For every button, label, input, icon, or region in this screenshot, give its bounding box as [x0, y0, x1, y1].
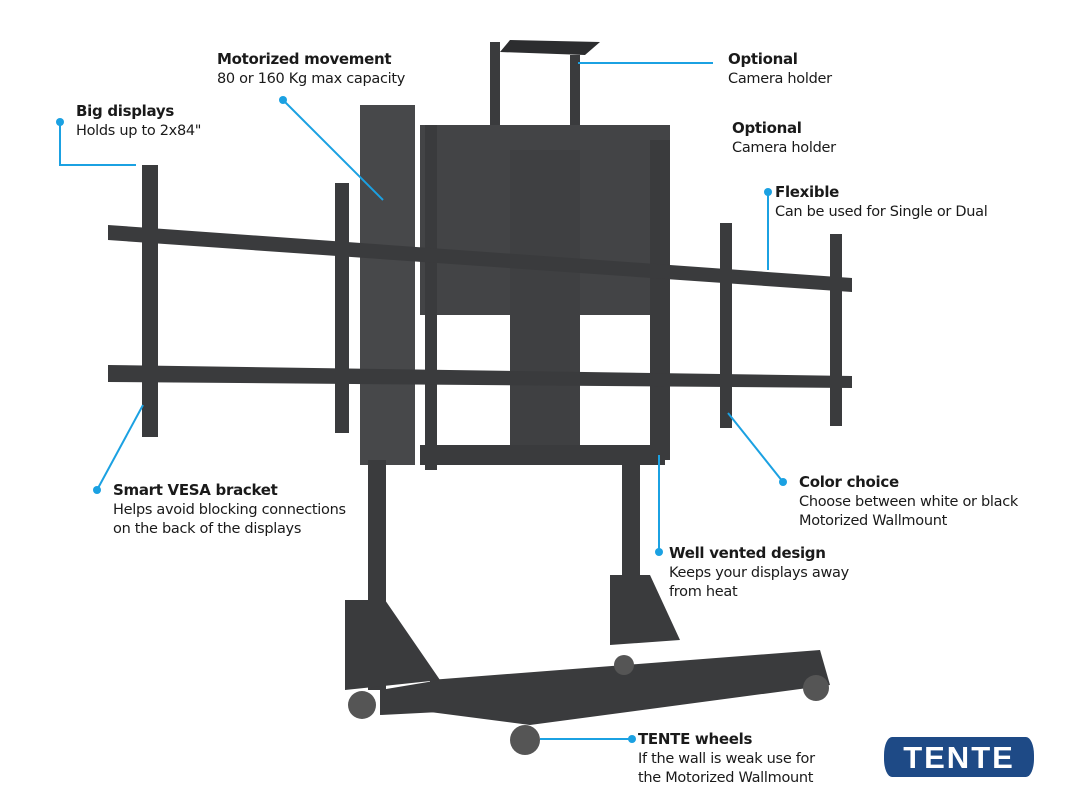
callout-text: Holds up to 2x84": [76, 122, 202, 139]
callout-title: Optional: [728, 50, 798, 68]
callout-text: Motorized Wallmount: [799, 513, 947, 529]
callout-title: Optional: [732, 119, 802, 137]
callout-text: 80 or 160 Kg max capacity: [217, 70, 406, 87]
callout-title: Flexible: [775, 183, 840, 201]
callout-text: If the wall is weak use for: [638, 750, 815, 767]
callout-title: Motorized movement: [217, 50, 392, 68]
callout-flexible: Flexible Can be used for Single or Dual: [775, 183, 988, 222]
callout-text: the Motorized Wallmount: [638, 770, 814, 786]
callout-lines: [59, 62, 784, 740]
callout-camera-holder: Optional Camera holder: [728, 50, 832, 89]
callout-text: Camera holder: [728, 70, 832, 87]
callout-text: Choose between white or black: [799, 493, 1018, 510]
motorized-stand: [108, 40, 852, 755]
callout-title: TENTE wheels: [638, 730, 753, 748]
callout-color-choice: Color choice Choose between white or bla…: [799, 473, 1018, 532]
callout-well-vented: Well vented design Keeps your displays a…: [669, 544, 849, 603]
callout-text: Camera holder: [732, 139, 836, 156]
callout-title: Color choice: [799, 473, 899, 491]
callout-big-displays: Big displays Holds up to 2x84": [76, 102, 201, 141]
callout-text: on the back of the displays: [113, 521, 302, 537]
callout-title: Big displays: [76, 102, 174, 120]
callout-text: Can be used for Single or Dual: [775, 203, 988, 220]
tente-logo: TENTE: [884, 737, 1034, 777]
callout-title: Well vented design: [669, 544, 826, 562]
callout-dots: [56, 96, 787, 743]
callout-tente-wheels: TENTE wheels If the wall is weak use for…: [638, 730, 815, 789]
callout-title: Smart VESA bracket: [113, 481, 278, 499]
callout-motorized-movement: Motorized movement 80 or 160 Kg max capa…: [217, 50, 405, 89]
callout-text: from heat: [669, 584, 738, 600]
callout-smart-vesa: Smart VESA bracket Helps avoid blocking …: [113, 481, 346, 540]
callout-text: Keeps your displays away: [669, 564, 849, 581]
callout-text: Helps avoid blocking connections: [113, 501, 346, 518]
callout-camera-holder-2: Optional Camera holder: [732, 119, 836, 158]
